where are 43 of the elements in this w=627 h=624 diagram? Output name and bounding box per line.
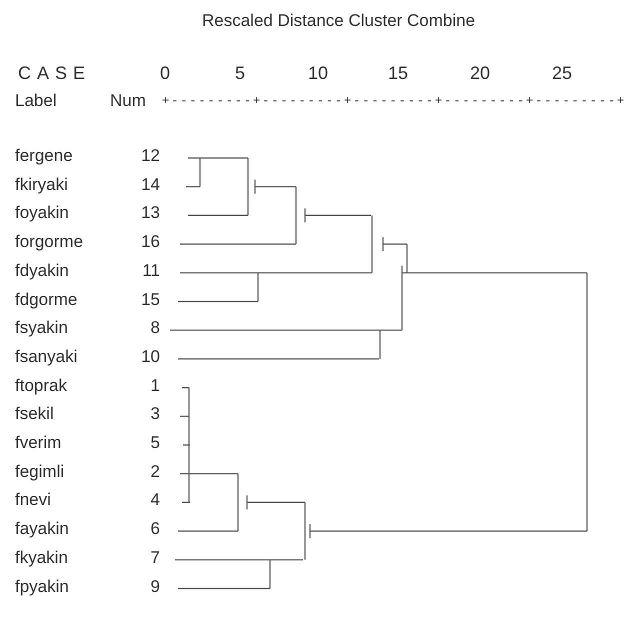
case-number: 14 — [140, 174, 160, 195]
column-header: Label — [15, 90, 57, 112]
case-number: 1 — [150, 376, 160, 396]
case-number: 2 — [150, 462, 160, 482]
case-label: forgorme — [15, 232, 84, 252]
case-number: 8 — [150, 318, 160, 338]
distance-scale: +---------+---------+---------+---------+---------+ — [162, 93, 626, 110]
scale-tick-label: 25 — [552, 62, 572, 85]
scale-tick-label: 20 — [470, 62, 490, 85]
case-label: fverim — [15, 433, 62, 453]
case-number: 11 — [141, 260, 160, 281]
case-number: 6 — [150, 519, 160, 540]
case-label: fsanyaki — [15, 346, 78, 367]
case-label: fdyakin — [15, 260, 69, 281]
case-label: ftoprak — [15, 376, 67, 396]
chart-title: Rescaled Distance Cluster Combine — [202, 10, 476, 32]
column-header: Num — [110, 90, 146, 112]
case-label: fayakin — [15, 519, 69, 540]
case-number: 16 — [140, 232, 160, 252]
case-label: fdgorme — [15, 290, 78, 310]
case-number: 7 — [150, 548, 160, 568]
case-number: 4 — [150, 490, 160, 510]
scale-tick-label: 10 — [308, 62, 328, 85]
case-label: foyakin — [15, 203, 69, 224]
case-number: 15 — [140, 290, 160, 310]
case-number: 9 — [150, 576, 160, 596]
case-label: fkyakin — [15, 548, 68, 568]
case-number: 12 — [140, 146, 160, 166]
column-header: CASE — [18, 62, 92, 85]
scale-tick-label: 15 — [388, 62, 408, 85]
case-number: 3 — [150, 404, 160, 424]
case-label: fergene — [15, 146, 73, 166]
case-label: fpyakin — [15, 576, 69, 596]
case-label: fkiryaki — [15, 174, 68, 195]
scale-tick-label: 0 — [160, 62, 170, 85]
case-number: 10 — [140, 346, 160, 367]
scale-tick-label: 5 — [235, 62, 245, 85]
case-label: fegimli — [15, 462, 64, 482]
case-number: 5 — [150, 433, 160, 453]
case-label: fsyakin — [15, 318, 68, 338]
case-label: fnevi — [15, 490, 51, 510]
case-label: fsekil — [15, 404, 54, 424]
case-number: 13 — [140, 203, 160, 224]
